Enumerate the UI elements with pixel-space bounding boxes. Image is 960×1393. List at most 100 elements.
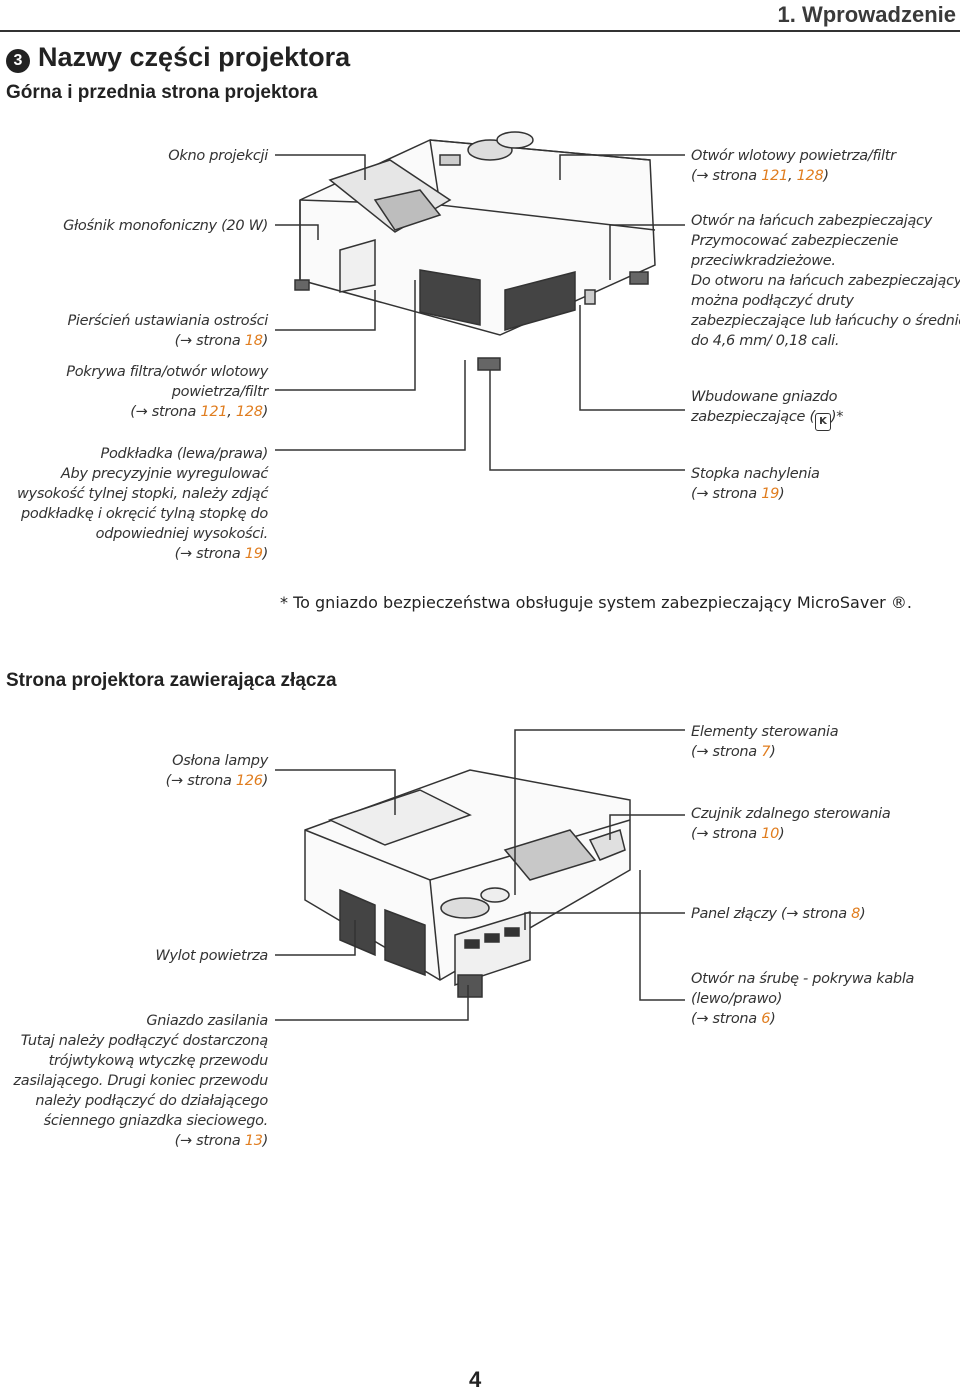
arrow-icon: →: [179, 1133, 192, 1149]
arrow-icon: →: [696, 1011, 709, 1027]
page-ref-link[interactable]: 121: [761, 168, 788, 184]
paren: (: [691, 826, 697, 842]
page-word: strona: [708, 1011, 762, 1027]
page-ref-link[interactable]: 126: [235, 773, 263, 789]
leader-panel: [524, 912, 685, 930]
leader-gniazdo: [579, 305, 685, 411]
label-text: )*: [830, 409, 844, 425]
label-oslona: Osłona lampy (→ strona 126): [166, 751, 269, 791]
label-pierscien: Pierścień ustawiania ostrości (→ strona …: [67, 311, 268, 351]
leader-czujnik: [609, 814, 685, 840]
paren: ): [262, 404, 269, 420]
label-text: Głośnik monofoniczny (20 W): [63, 218, 268, 234]
page-ref-link[interactable]: 10: [761, 826, 780, 842]
label-text: Osłona lampy: [172, 753, 268, 769]
page-ref-link[interactable]: 128: [796, 168, 824, 184]
label-text: Otwór wlotowy powietrza/filtr: [691, 148, 896, 164]
label-text: można podłączyć druty: [691, 293, 854, 309]
leader-zasilanie: [275, 985, 469, 1021]
leader-otwor-wlotowy: [559, 154, 685, 180]
leader-podkladka: [275, 360, 466, 451]
page-ref-link[interactable]: 8: [851, 906, 861, 922]
label-srube: Otwór na śrubę - pokrywa kabla (lewo/pra…: [691, 969, 914, 1029]
label-text: ściennego gniazdka sieciowego.: [43, 1113, 269, 1129]
label-text: powietrza/filtr: [171, 384, 269, 400]
label-text: Pierścień ustawiania ostrości: [67, 313, 268, 329]
label-text: Tutaj należy podłączyć dostarczoną: [20, 1033, 269, 1049]
section-subtitle: Górna i przednia strona projektora: [6, 82, 318, 103]
section-number-badge: 3: [6, 49, 30, 73]
label-text: przeciwkradzieżowe.: [691, 253, 836, 269]
page-ref-link[interactable]: 19: [761, 486, 780, 502]
page-ref-link[interactable]: 121: [200, 404, 228, 420]
page-ref-link[interactable]: 6: [761, 1011, 771, 1027]
label-text: Czujnik zdalnego sterowania: [691, 806, 891, 822]
label-otwor-wlotowy: Otwór wlotowy powietrza/filtr (→ strona …: [691, 146, 896, 186]
page-ref-link[interactable]: 19: [244, 546, 263, 562]
label-text: zasilającego. Drugi koniec przewodu: [13, 1073, 268, 1089]
arrow-icon: →: [135, 404, 148, 420]
label-text: zabezpieczające lub łańcuchy o średnicy: [691, 313, 960, 329]
label-otwor-lancuch: Otwór na łańcuch zabezpieczający Przymoc…: [691, 211, 960, 351]
arrow-icon: →: [696, 744, 709, 760]
label-text: trójwtykową wtyczkę przewodu: [48, 1053, 269, 1069]
leader-stopka: [489, 370, 685, 471]
page-ref-link[interactable]: 18: [244, 333, 263, 349]
label-text: Aby precyzyjnie wyregulować: [60, 466, 268, 482]
paren: (: [691, 744, 697, 760]
page-word: strona: [191, 546, 245, 562]
label-panel: Panel złączy (→ strona 8): [691, 904, 866, 924]
arrow-icon: →: [171, 773, 183, 789]
label-wylot: Wylot powietrza: [155, 946, 268, 966]
header-rule: [0, 30, 960, 32]
paren: (: [691, 168, 697, 184]
label-text: Gniazdo zasilania: [146, 1013, 268, 1029]
page-ref-link[interactable]: 128: [235, 404, 263, 420]
label-gniazdo: Wbudowane gniazdo zabezpieczające (K)*: [691, 387, 843, 431]
page-word: strona: [147, 404, 201, 420]
arrow-icon: →: [179, 333, 192, 349]
paren: ): [770, 744, 776, 760]
page-ref-link[interactable]: 13: [244, 1133, 263, 1149]
leader-oslona: [275, 769, 396, 815]
arrow-icon: →: [696, 168, 709, 184]
label-text: należy podłączyć do działającego: [35, 1093, 268, 1109]
page-ref-link[interactable]: 7: [761, 744, 771, 760]
label-text: Stopka nachylenia: [691, 466, 820, 482]
label-text: Pokrywa filtra/otwór wlotowy: [66, 364, 268, 380]
section-title: Nazwy części projektora: [38, 42, 351, 72]
paren: (: [174, 1133, 181, 1149]
label-glosnik: Głośnik monofoniczny (20 W): [63, 216, 268, 236]
paren: ): [262, 773, 269, 789]
label-text: Wbudowane gniazdo: [691, 389, 838, 405]
paren: (: [691, 1011, 697, 1027]
label-text: Przymocować zabezpieczenie: [691, 233, 899, 249]
separator: ,: [227, 404, 236, 420]
arrow-icon: →: [696, 826, 709, 842]
label-text: zabezpieczające (: [691, 409, 815, 425]
arrow-icon: →: [179, 546, 192, 562]
page-word: strona: [191, 1133, 245, 1149]
arrow-icon: →: [696, 486, 709, 502]
label-text: Elementy sterowania: [691, 724, 839, 740]
paren: ): [860, 906, 866, 922]
paren: (: [174, 546, 181, 562]
page-word: strona: [708, 486, 762, 502]
leader-okno: [275, 154, 366, 180]
leader-otwor-lancuch: [609, 224, 685, 280]
label-text: Okno projekcji: [168, 148, 268, 164]
paren: (: [174, 333, 181, 349]
page-word: strona: [798, 906, 852, 922]
kensington-lock-icon: K: [814, 413, 831, 431]
paren: ): [779, 486, 785, 502]
paren: ): [262, 1133, 269, 1149]
paren: ): [262, 333, 269, 349]
label-text: (lewo/prawo): [691, 991, 783, 1007]
label-text: Panel złączy (: [691, 906, 787, 922]
label-text: odpowiedniej wysokości.: [95, 526, 269, 542]
paren: ): [823, 168, 829, 184]
label-stopka: Stopka nachylenia (→ strona 19): [691, 464, 820, 504]
page-number: 4: [469, 1367, 482, 1392]
paren: ): [262, 546, 269, 562]
